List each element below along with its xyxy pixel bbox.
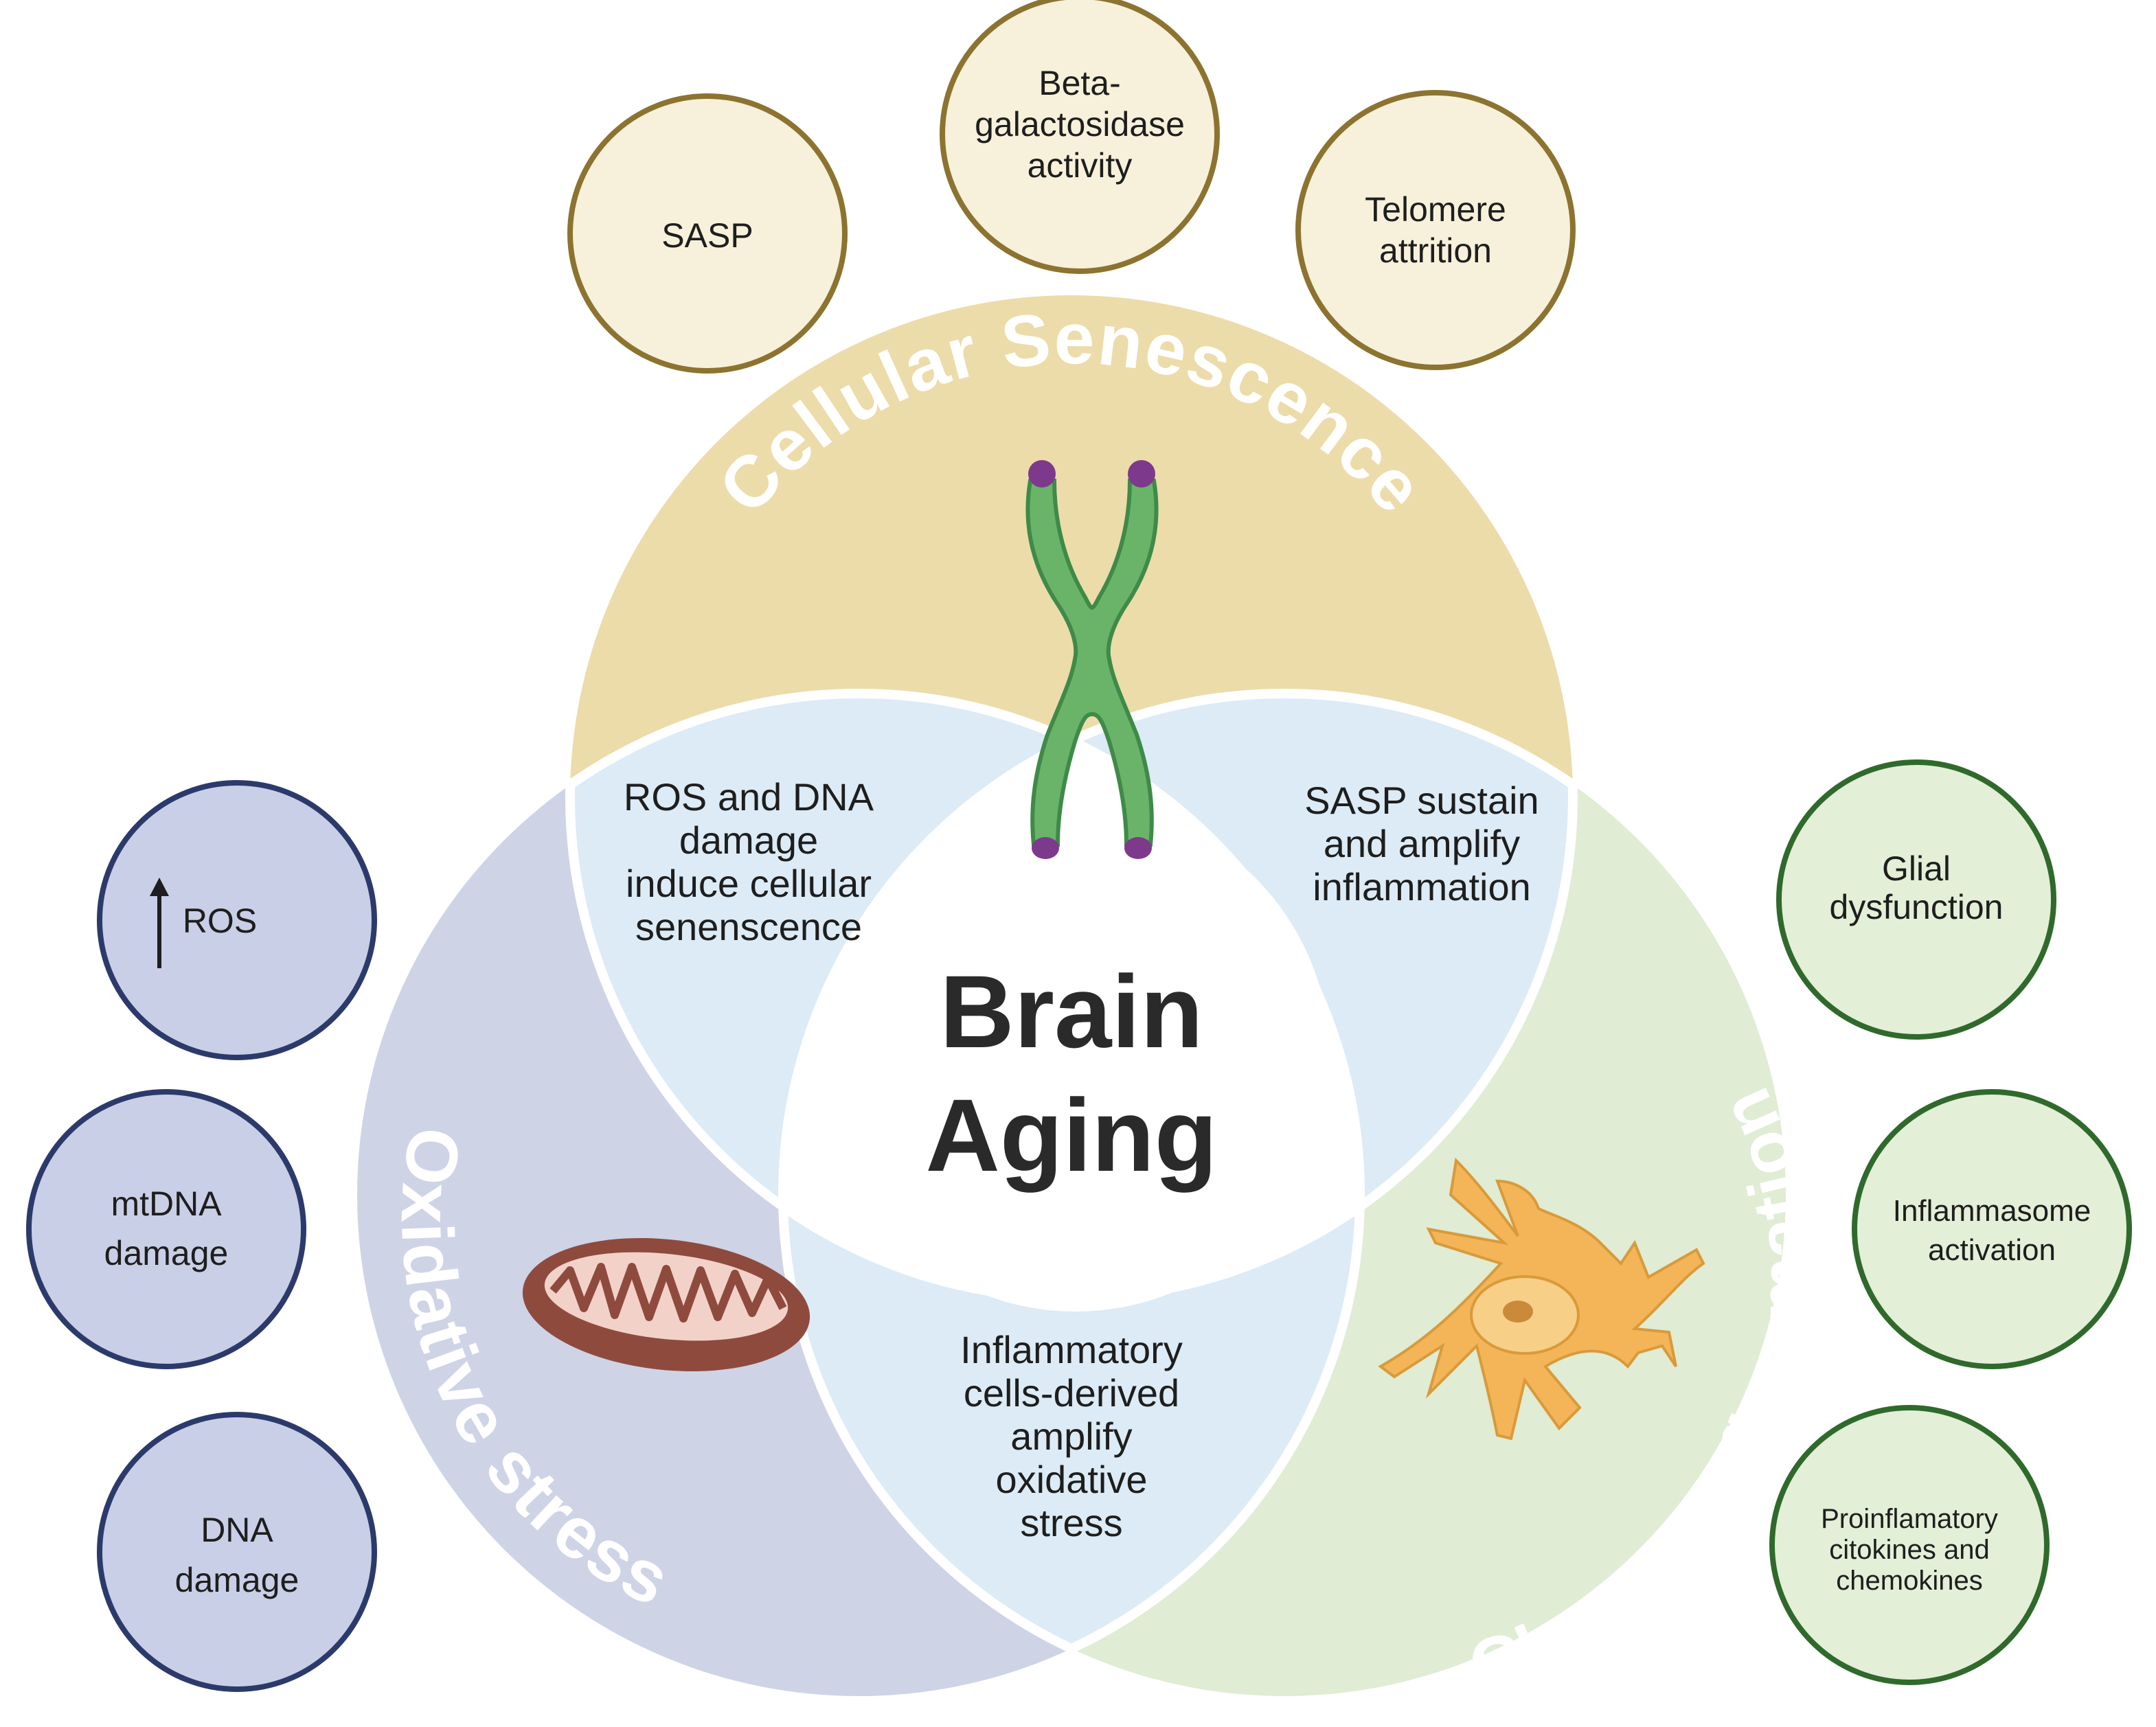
svg-text:and amplify: and amplify xyxy=(1324,822,1520,865)
svg-text:oxidative: oxidative xyxy=(995,1458,1147,1501)
overlap-text-senescence-inflammation: SASP sustain and amplify inflammation xyxy=(1304,779,1539,908)
overlap-text-senescence-oxidative: ROS and DNA damage induce cellular senen… xyxy=(624,775,874,948)
svg-text:inflammation: inflammation xyxy=(1313,865,1530,908)
inflammation-marker-glial: Glial dysfunction xyxy=(1776,759,2056,1040)
svg-text:activation: activation xyxy=(1928,1233,2056,1267)
svg-text:attrition: attrition xyxy=(1379,231,1492,270)
svg-text:damage: damage xyxy=(175,1561,299,1599)
svg-text:chemokines: chemokines xyxy=(1836,1566,1982,1596)
senescence-marker-beta-galactosidase: Beta- galactosidase activity xyxy=(940,0,1220,274)
inflammation-marker-inflammasome: Inflammasome activation xyxy=(1852,1089,2132,1369)
glial-cell-icon xyxy=(1378,1157,1705,1441)
oxidative-marker-dna: DNA damage xyxy=(97,1412,377,1692)
oxidative-marker-ros: ROS xyxy=(97,780,377,1060)
svg-text:damage: damage xyxy=(104,1234,229,1272)
svg-text:senenscence: senenscence xyxy=(635,905,862,948)
svg-text:mtDNA: mtDNA xyxy=(111,1185,222,1223)
svg-text:Beta-: Beta- xyxy=(1039,64,1121,102)
senescence-marker-sasp: SASP xyxy=(567,93,848,374)
svg-text:citokines and: citokines and xyxy=(1829,1535,1989,1565)
svg-text:Inflammasome: Inflammasome xyxy=(1893,1194,2091,1228)
svg-text:Glial: Glial xyxy=(1882,849,1951,888)
svg-text:ROS: ROS xyxy=(183,902,257,940)
svg-text:cells-derived: cells-derived xyxy=(964,1371,1179,1415)
mitochondrion-icon xyxy=(522,1238,810,1371)
svg-text:induce cellular: induce cellular xyxy=(626,862,872,905)
up-arrow-icon xyxy=(150,878,169,968)
inflammation-marker-cytokines: Proinflamatory citokines and chemokines xyxy=(1769,1405,2050,1685)
svg-text:DNA: DNA xyxy=(201,1511,273,1549)
svg-text:Aging: Aging xyxy=(926,1077,1218,1193)
center-title: Brain Aging xyxy=(926,954,1218,1193)
svg-text:Inflammatory: Inflammatory xyxy=(960,1328,1183,1371)
overlap-text-oxidative-inflammation: Inflammatory cells-derived amplify oxida… xyxy=(960,1328,1183,1544)
svg-text:galactosidase: galactosidase xyxy=(975,105,1185,144)
svg-text:dysfunction: dysfunction xyxy=(1830,888,2004,926)
oxidative-marker-mtdna: mtDNA damage xyxy=(26,1089,306,1369)
svg-text:ROS and DNA: ROS and DNA xyxy=(624,775,874,819)
svg-text:amplify: amplify xyxy=(1010,1415,1132,1458)
senescence-marker-telomere: Telomere attrition xyxy=(1295,90,1576,370)
svg-text:SASP sustain: SASP sustain xyxy=(1304,779,1539,822)
chromosome-icon xyxy=(1025,460,1159,859)
svg-text:SASP: SASP xyxy=(661,216,753,255)
svg-text:Brain: Brain xyxy=(940,954,1203,1069)
svg-text:activity: activity xyxy=(1028,146,1133,185)
center-circle xyxy=(821,803,1330,1312)
svg-text:Telomere: Telomere xyxy=(1365,190,1506,229)
svg-text:damage: damage xyxy=(679,819,818,862)
svg-text:Proinflamatory: Proinflamatory xyxy=(1821,1504,1998,1534)
svg-text:stress: stress xyxy=(1020,1501,1122,1544)
